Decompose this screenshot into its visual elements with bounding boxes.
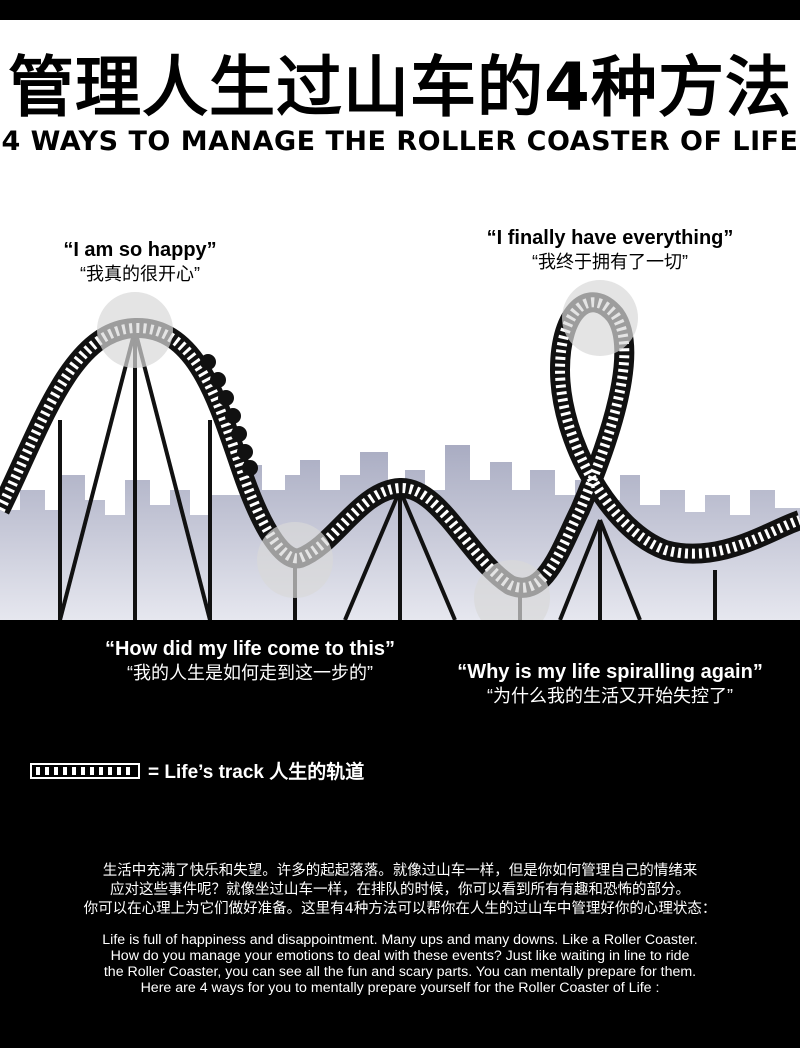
legend: = Life’s track 人生的轨道 [30, 757, 364, 784]
intro-en-line: How do you manage your emotions to deal … [110, 948, 690, 964]
caption-everything-en: “I finally have everything” [486, 227, 734, 249]
roller-coaster-illustration [0, 280, 800, 620]
caption-how-did: “How did my life come to this” “我的人生是如何走… [90, 637, 410, 685]
page-title-english: 4 WAYS TO MANAGE THE ROLLER COASTER OF L… [1, 126, 799, 157]
caption-how-did-cn: “我的人生是如何走到这一步的” [127, 663, 373, 683]
intro-cn-line: 生活中充满了快乐和失望。许多的起起落落。就像过山车一样，但是你如何管理自己的情绪… [102, 863, 698, 879]
page-title-chinese: 管理人生过山车的4种方法 [8, 49, 792, 126]
coaster-cars [200, 354, 258, 476]
intro-en-line: Here are 4 ways for you to mentally prep… [140, 980, 660, 996]
intro-en-line: the Roller Coaster, you can see all the … [103, 964, 697, 980]
intro-cn-line: 你可以在心理上为它们做好准备。这里有4种方法可以帮你在人生的过山车中管理好你的心… [83, 901, 717, 917]
intro-text-chinese: 生活中充满了快乐和失望。许多的起起落落。就像过山车一样，但是你如何管理自己的情绪… [20, 862, 780, 919]
bottom-panel [0, 620, 800, 1048]
caption-happy-en: “I am so happy” [63, 239, 217, 261]
caption-everything-cn: “我终于拥有了一切” [532, 252, 688, 272]
legend-label: = Life’s track 人生的轨道 [148, 762, 365, 783]
caption-everything: “I finally have everything” “我终于拥有了一切” [470, 226, 750, 274]
intro-en-line: Life is full of happiness and disappoint… [102, 932, 698, 948]
caption-spiralling: “Why is my life spiralling again” “为什么我的… [440, 660, 780, 708]
intro-text-english: Life is full of happiness and disappoint… [14, 932, 786, 996]
highlight-markers [97, 280, 638, 620]
caption-spiralling-en: “Why is my life spiralling again” [457, 661, 763, 683]
intro-cn-line: 应对这些事件呢？就像坐过山车一样，在排队的时候，你可以看到所有有趣和恐怖的部分。 [110, 882, 690, 898]
caption-happy: “I am so happy” “我真的很开心” [40, 238, 240, 286]
top-strip [0, 0, 800, 20]
caption-how-did-en: “How did my life come to this” [104, 638, 396, 660]
track-icon [30, 762, 140, 779]
caption-spiralling-cn: “为什么我的生活又开始失控了” [487, 686, 733, 706]
caption-happy-cn: “我真的很开心” [80, 264, 200, 284]
